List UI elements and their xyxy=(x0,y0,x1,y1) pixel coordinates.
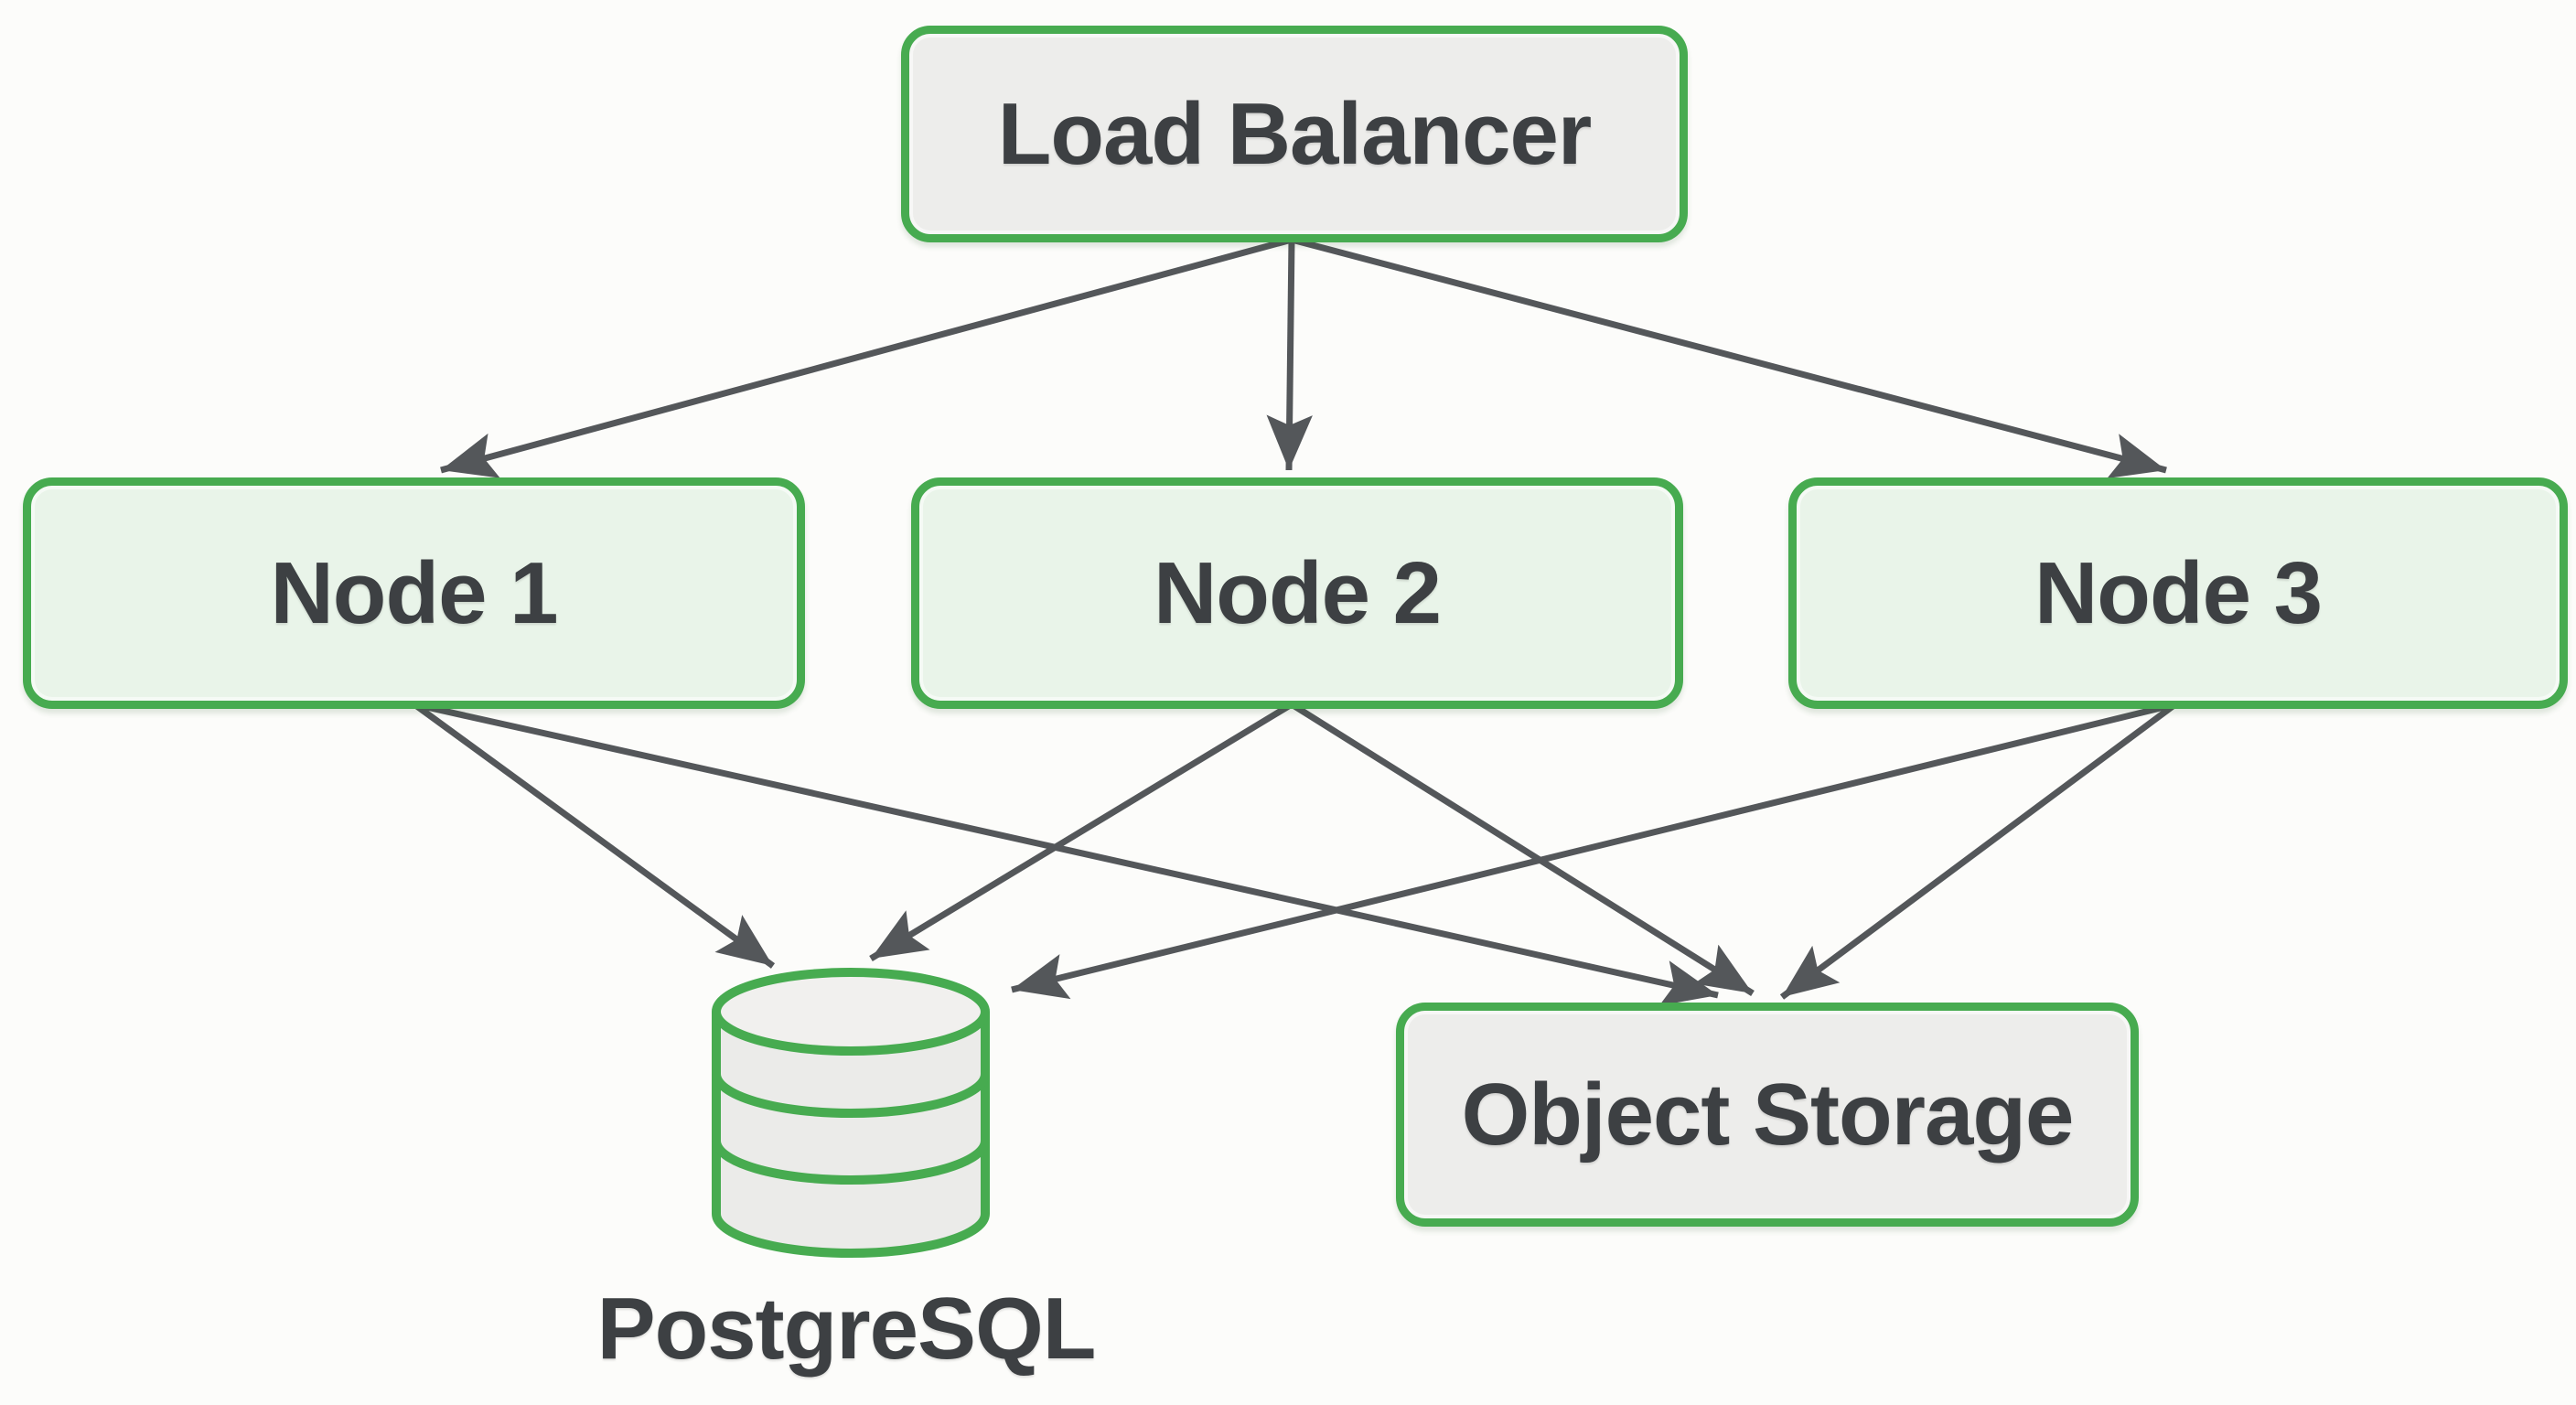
arrow-load-balancer-to-node-3 xyxy=(1291,236,2167,479)
node-node-1: Node 1 xyxy=(23,477,805,709)
arrow-node-2-to-postgresql xyxy=(869,702,1293,961)
node-1-label: Node 1 xyxy=(270,543,558,642)
database-body xyxy=(712,1012,990,1258)
arrow-load-balancer-to-node-2 xyxy=(1266,239,1313,471)
arrow-node-2-to-object-storage xyxy=(1290,702,1755,996)
arrow-node-1-to-object-storage xyxy=(413,701,1719,1006)
node-node-3: Node 3 xyxy=(1788,477,2568,709)
arrow-node-3-to-object-storage xyxy=(1779,702,2178,1000)
database-band-1 xyxy=(712,1073,990,1118)
node-node-2: Node 2 xyxy=(911,477,1683,709)
node-object-storage: Object Storage xyxy=(1396,1003,2139,1227)
arrow-node-3-to-postgresql xyxy=(1011,701,2176,1000)
node-load-balancer: Load Balancer xyxy=(901,26,1688,242)
postgresql-label: PostgreSQL xyxy=(596,1280,1097,1378)
database-top xyxy=(712,968,990,1056)
arrow-load-balancer-to-node-1 xyxy=(440,236,1293,478)
node-2-label: Node 2 xyxy=(1153,543,1442,642)
object-storage-label: Object Storage xyxy=(1461,1065,2075,1164)
arrow-node-1-to-postgresql xyxy=(412,702,776,969)
database-icon xyxy=(712,968,990,1258)
load-balancer-label: Load Balancer xyxy=(997,84,1593,183)
database-band-2 xyxy=(712,1140,990,1185)
node-3-label: Node 3 xyxy=(2034,543,2323,642)
